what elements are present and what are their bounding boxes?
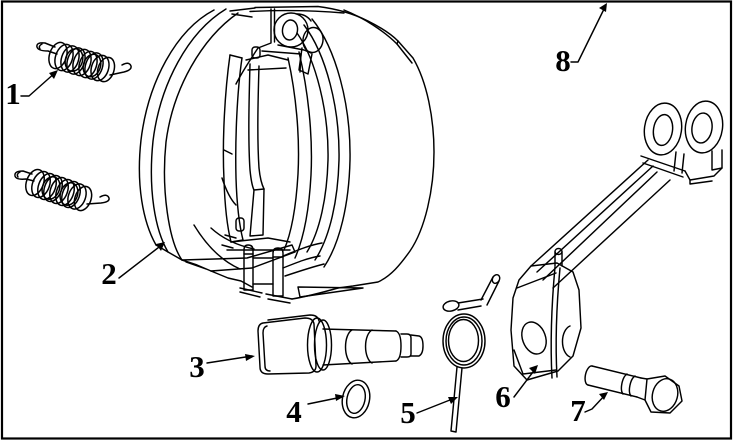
svg-text:8: 8 [555, 43, 571, 78]
svg-text:7: 7 [570, 393, 586, 428]
svg-text:6: 6 [495, 379, 511, 414]
svg-text:5: 5 [400, 395, 416, 430]
svg-text:1: 1 [5, 76, 21, 111]
svg-text:4: 4 [286, 394, 302, 429]
svg-text:2: 2 [101, 256, 117, 291]
svg-text:3: 3 [189, 349, 205, 384]
